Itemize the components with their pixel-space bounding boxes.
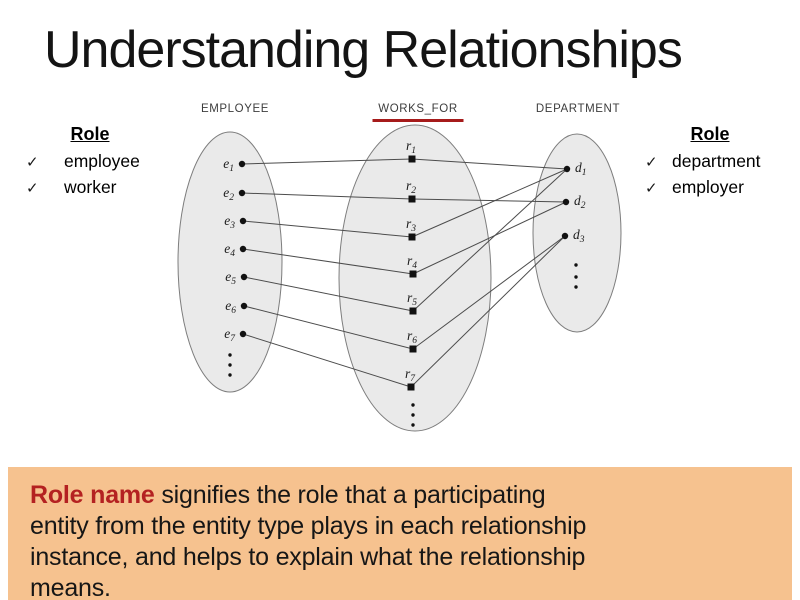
role-item-label: worker: [64, 177, 117, 197]
works-for-set-ellipse: [338, 124, 492, 432]
note-line4: means.: [30, 574, 111, 600]
relationship-r7: [407, 383, 415, 391]
department-d3: [561, 232, 569, 240]
label-d3: d3: [573, 227, 585, 245]
note-box: Role name signifies the role that a part…: [8, 467, 792, 600]
relationship-r6: [409, 345, 417, 353]
label-r7: r7: [405, 366, 416, 384]
label-r4: r4: [407, 253, 417, 271]
role-items-left: ✓ employee ✓ worker: [24, 149, 156, 201]
label-e2: e2: [223, 185, 234, 203]
employee-e2: [238, 189, 246, 197]
department-d2: [562, 198, 570, 206]
role-heading-left: Role: [70, 124, 110, 144]
employee-e7: [239, 330, 247, 338]
label-r6: r6: [407, 328, 417, 346]
relationship-r5: [409, 307, 417, 315]
link-r1-d1: [411, 158, 568, 170]
works-for-set-label: WORKS_FOR: [378, 103, 458, 115]
link-r4-d2: [412, 201, 567, 275]
role-item-label: employee: [64, 151, 140, 171]
role-items-right: ✓ department ✓ employer: [638, 149, 782, 201]
employee-e3: [239, 217, 247, 225]
employee-set-ellipse: [177, 131, 283, 393]
role-item-label: employer: [672, 177, 744, 197]
link-r3-d1: [411, 168, 568, 238]
link-r5-d1: [412, 168, 568, 312]
note-line1: signifies the role that a participating: [154, 481, 546, 509]
role-heading-right: Role: [690, 124, 730, 144]
label-r3: r3: [406, 216, 416, 234]
ellipsis-dot: [574, 263, 578, 267]
employee-set-label: EMPLOYEE: [201, 103, 269, 115]
link-e7-r7: [242, 333, 412, 388]
label-r1: r1: [406, 138, 416, 156]
ellipsis-dot: [411, 403, 415, 407]
role-item-employee: ✓ employee: [24, 149, 156, 175]
ellipsis-dot: [411, 423, 415, 427]
relationship-r2: [408, 195, 416, 203]
note-text: Role name signifies the role that a part…: [30, 480, 770, 600]
employee-e6: [240, 302, 248, 310]
link-e5-r5: [243, 276, 414, 312]
checkmark-icon: ✓: [645, 154, 658, 171]
checkmark-icon: ✓: [645, 180, 658, 197]
link-r6-d3: [412, 235, 566, 350]
works-for-underline: [372, 119, 464, 122]
label-d2: d2: [574, 193, 586, 211]
department-set-ellipse: [532, 133, 622, 333]
er-instance-diagram: e1e2e3e4e5e6e7r1r2r3r4r5r6r7d1d2d3EMPLOY…: [177, 103, 622, 432]
employee-e1: [238, 160, 246, 168]
link-r2-d2: [411, 198, 567, 203]
role-item-label: department: [672, 151, 761, 171]
label-d1: d1: [575, 160, 587, 178]
label-e1: e1: [223, 156, 234, 174]
label-e3: e3: [224, 213, 235, 231]
label-e4: e4: [224, 241, 235, 259]
note-line2: entity from the entity type plays in eac…: [30, 512, 587, 540]
ellipsis-dot: [574, 285, 578, 289]
checkmark-icon: ✓: [26, 180, 39, 197]
label-r5: r5: [407, 290, 417, 308]
ellipsis-dot: [574, 275, 578, 279]
note-line3: instance, and helps to explain what the …: [30, 543, 586, 571]
relationship-r3: [408, 233, 416, 241]
relationship-r4: [409, 270, 417, 278]
role-item-employer: ✓ employer: [638, 175, 782, 201]
link-e3-r3: [242, 220, 413, 238]
relationship-r1: [408, 155, 416, 163]
department-set-label: DEPARTMENT: [536, 103, 620, 115]
label-e6: e6: [225, 298, 236, 316]
link-e2-r2: [241, 192, 413, 200]
ellipsis-dot: [228, 353, 232, 357]
role-item-department: ✓ department: [638, 149, 782, 175]
employee-e4: [239, 245, 247, 253]
link-e4-r4: [242, 248, 414, 275]
role-list-left: Role ✓ employee ✓ worker: [24, 124, 156, 201]
note-lead: Role name: [30, 481, 155, 509]
link-e1-r1: [241, 158, 413, 165]
ellipsis-dot: [228, 373, 232, 377]
role-list-right: Role ✓ department ✓ employer: [638, 124, 782, 201]
employee-e5: [240, 273, 248, 281]
link-r7-d3: [410, 235, 566, 388]
slide-title: Understanding Relationships: [44, 21, 683, 79]
label-r2: r2: [406, 178, 416, 196]
ellipsis-dot: [228, 363, 232, 367]
ellipsis-dot: [411, 413, 415, 417]
label-e5: e5: [225, 269, 236, 287]
link-e6-r6: [243, 305, 414, 350]
role-item-worker: ✓ worker: [24, 175, 156, 201]
department-d1: [563, 165, 571, 173]
checkmark-icon: ✓: [26, 154, 39, 171]
